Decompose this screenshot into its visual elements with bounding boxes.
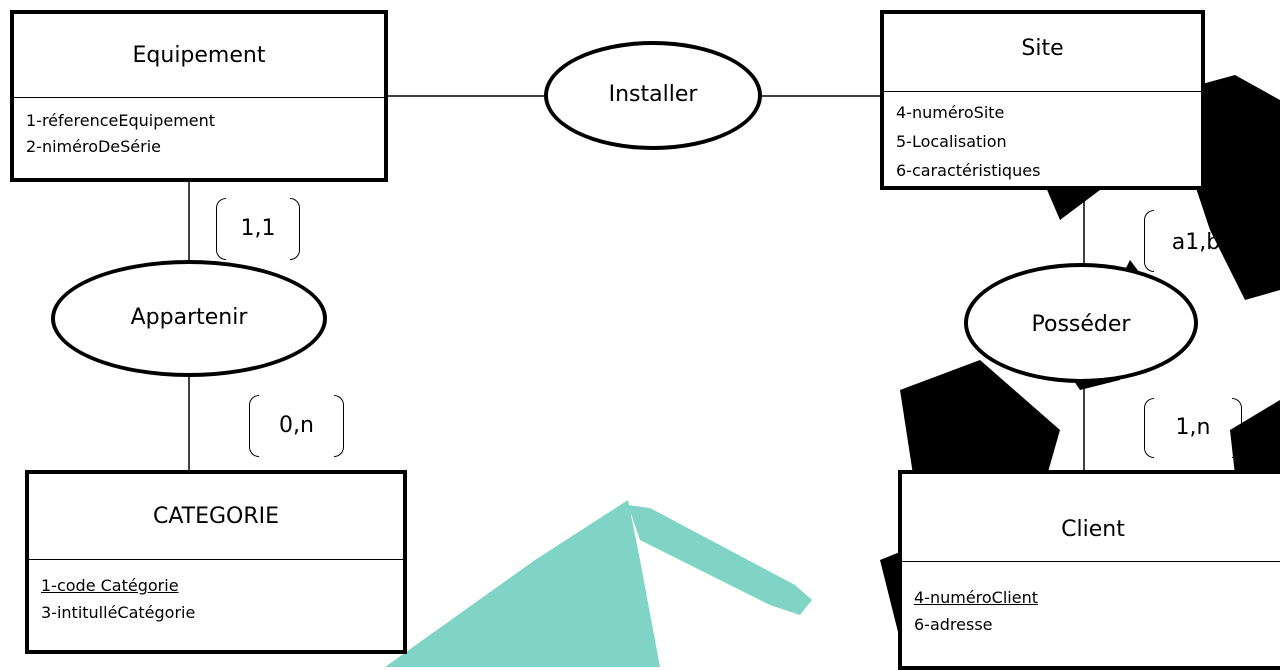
relation-appartenir: Appartenir: [51, 260, 327, 377]
cardinality-appartenir-categorie: 0,n: [249, 395, 344, 457]
entity-categorie-attributes: 1-code Catégorie 3-intitulléCatégorie: [29, 560, 403, 626]
attribute: 6-adresse: [914, 615, 993, 634]
bracket-left: [216, 198, 226, 260]
cardinality-label: 1,1: [240, 216, 276, 241]
entity-client-attributes: 4-numéroClient 6-adresse: [902, 562, 1280, 638]
entity-client-title: Client: [902, 474, 1280, 562]
entity-site-title: Site: [884, 14, 1201, 92]
entity-categorie: CATEGORIE 1-code Catégorie 3-intitulléCa…: [25, 470, 407, 654]
bracket-right: [334, 395, 344, 457]
attribute: 6-caractéristiques: [896, 161, 1041, 180]
entity-categorie-title: CATEGORIE: [29, 474, 403, 560]
entity-site-attributes: 4-numéroSite 5-Localisation 6-caractéris…: [884, 92, 1201, 185]
relation-posseder: Posséder: [964, 263, 1198, 383]
entity-site: Site 4-numéroSite 5-Localisation 6-carac…: [880, 10, 1205, 190]
attribute: 1-réferenceEquipement: [26, 111, 216, 130]
entity-client: Client 4-numéroClient 6-adresse: [898, 470, 1280, 670]
attribute: 3-intitulléCatégorie: [41, 603, 196, 622]
entity-equipement-title: Equipement: [14, 14, 384, 98]
bracket-right: [290, 198, 300, 260]
entity-equipement-attributes: 1-réferenceEquipement 2-niméroDeSérie: [14, 98, 384, 160]
cardinality-label: a1,b1: [1171, 230, 1235, 255]
attribute-key: 1-code Catégorie: [41, 576, 179, 595]
cardinality-posseder-client: 1,n: [1144, 398, 1242, 458]
cardinality-label: 1,n: [1175, 415, 1211, 440]
entity-equipement: Equipement 1-réferenceEquipement 2-nimér…: [10, 10, 388, 182]
cardinality-posseder-site: a1,b1: [1144, 210, 1262, 272]
relation-installer: Installer: [544, 41, 762, 150]
bracket-right: [1252, 210, 1262, 272]
attribute: 2-niméroDeSérie: [26, 137, 162, 156]
bracket-left: [1144, 398, 1154, 458]
attribute: 4-numéroSite: [896, 103, 1005, 122]
bracket-left: [1144, 210, 1154, 272]
cardinality-label: 0,n: [279, 413, 314, 438]
cardinality-appartenir-equipement: 1,1: [216, 198, 300, 260]
bracket-left: [249, 395, 259, 457]
attribute-key: 4-numéroClient: [914, 588, 1038, 607]
bracket-right: [1232, 398, 1242, 458]
attribute: 5-Localisation: [896, 132, 1007, 151]
